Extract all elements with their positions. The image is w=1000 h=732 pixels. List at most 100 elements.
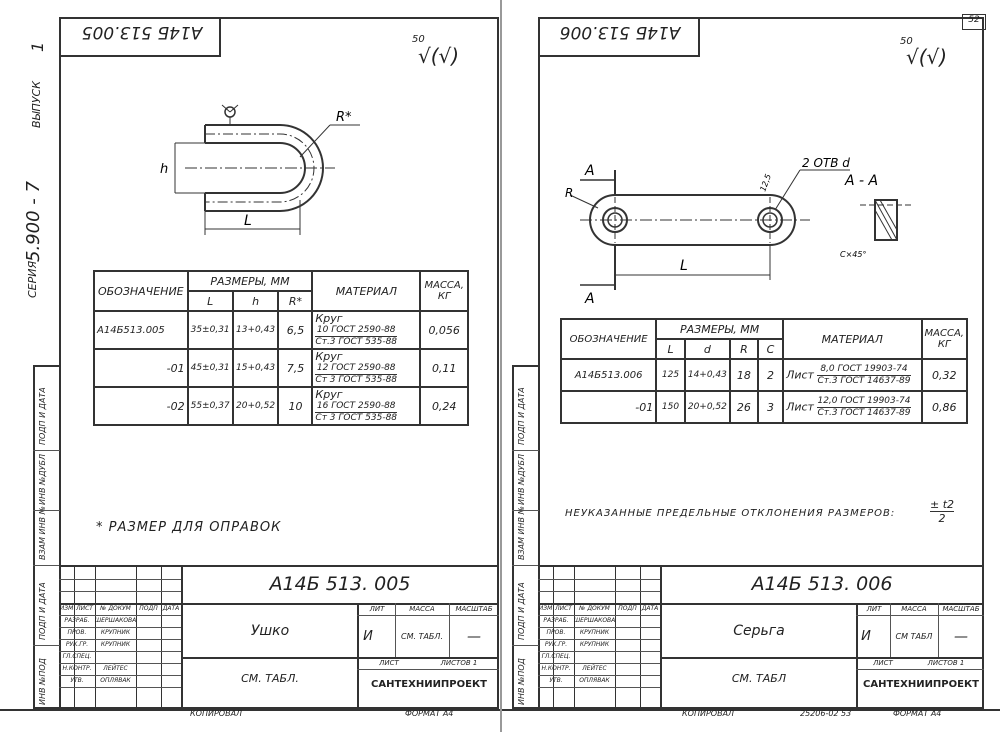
row-L: 45±0,31 [186,348,234,388]
left-title-org: САНТЕХНИИПРОЕКТ [371,678,487,690]
row-material-bottom: Ст 3 ГОСТ 535-88 [315,413,398,423]
scale-header: МАСШТАБ [942,604,980,613]
row-material-bottom: Ст.3 ГОСТ 535-88 [315,337,398,347]
left-title-code: А14Б 513. 005 [269,573,411,596]
row-material-top: 12 ГОСТ 2590-88 [315,363,398,375]
row-h: 20+0,52 [231,386,280,426]
table-row: -01 45±0,31 15+0,43 7,5 Круг 12 ГОСТ 259… [93,348,469,388]
left-note: * РАЗМЕР ДЛЯ ОПРАВОК [96,520,282,535]
row-mass: 0,32 [920,358,969,392]
left-stamp-code: А14Б 513.005 [81,22,203,42]
right-doc-number: 25206-02 53 [800,709,852,718]
role-label: ПРОВ. [67,629,87,637]
right-th-material: МАТЕРИАЛ [782,318,923,360]
mass-header: МАССА [409,604,435,613]
row-designation: -02 [93,386,189,426]
col-header: ДАТА [641,605,659,613]
mass-header: МАССА [901,604,927,613]
left-th-sizes: РАЗМЕРЫ, ММ [186,270,314,292]
row-mass: 0,24 [419,386,469,426]
left-th-mass: МАССА, КГ [419,270,469,312]
row-material-bottom: Ст.3 ГОСТ 14637-89 [817,375,911,386]
left-frame [59,17,499,709]
role-name: КРУПНИК [579,629,610,637]
right-spec-table: ОБОЗНАЧЕНИЕ РАЗМЕРЫ, ММ МАТЕРИАЛ МАССА, … [559,318,969,424]
role-label: ГЛ.СПЕЦ. [62,653,92,661]
role-name: ОПЛЯВАК [100,677,131,685]
right-title-block: А14Б 513. 006 ИЗМ ЛИСТ № ДОКУМ ПОДП ДАТА… [538,565,984,711]
role-label: РАЗРАБ. [543,617,569,625]
row-material-top: 16 ГОСТ 2590-88 [315,401,398,413]
row-material-kind: Круг [315,388,343,401]
row-designation: А14Б513.006 [559,358,658,392]
row-material-bottom: Ст 3 ГОСТ 535-88 [315,375,398,385]
col-header: ИЗМ [59,605,74,613]
table-row: А14Б513.006 125 14+0,43 18 2 Лист 8,0 ГО… [559,358,969,392]
left-side-label: ПОДП И ДАТА [38,582,47,640]
right-frame [538,17,984,709]
mass-value: СМ. ТАБЛ. [401,631,443,641]
col-header: ИЗМ [538,605,553,613]
right-th-mass: МАССА, КГ [920,318,969,360]
col-header: ПОДП [139,605,158,613]
left-stamp-box [59,17,221,57]
lit-header: ЛИТ [369,604,385,613]
left-side-label: ПОДП И ДАТА [38,387,47,445]
sheet-label: ЛИСТ [379,658,399,667]
right-th-R: R [728,338,759,360]
right-radius-label: R [565,186,573,200]
row-material-kind: Лист [786,400,814,413]
table-row: -01 150 20+0,52 26 3 Лист 12,0 ГОСТ 1990… [559,390,969,424]
left-side-label: ИНВ №ДУБЛ [38,454,47,505]
right-title-material: СМ. ТАБЛ [731,672,787,686]
holes-label: 2 ОТВ d [802,156,850,170]
row-R: 26 [728,390,759,424]
section-mark-top: А [584,163,595,179]
right-note-formula: ± t2 2 [930,498,955,525]
role-label: ПРОВ. [546,629,566,637]
role-label: Н.КОНТР. [541,665,571,673]
row-d: 20+0,52 [683,390,731,424]
right-th-sizes: РАЗМЕРЫ, ММ [655,318,785,340]
right-roughness-value: 50 [900,36,913,47]
row-h: 15+0,43 [231,348,280,388]
row-L: 125 [655,358,686,392]
role-name: КРУПНИК [100,629,131,637]
role-label: РУК.ГР. [65,641,89,649]
role-name: ЛЕЙТЕС [103,665,128,673]
center-divider [500,0,502,732]
role-name: КРУПНИК [100,641,131,649]
row-material-bottom: Ст.3 ГОСТ 14637-89 [817,407,911,418]
row-mass: 0,056 [419,310,469,350]
lit-value: И [363,629,373,645]
row-C: 2 [756,358,785,392]
row-R: 18 [728,358,759,392]
row-R: 6,5 [277,310,314,350]
left-side-strip [33,365,61,709]
row-mass: 0,86 [920,390,969,424]
right-side-label: ИНВ №ПОД [517,658,526,705]
left-th-designation: ОБОЗНАЧЕНИЕ [93,270,189,312]
right-copied: КОПИРОВАЛ [682,709,735,718]
left-series-number: 5.900 - 7 [23,181,44,262]
col-header: ЛИСТ [555,605,572,613]
row-L: 150 [655,390,686,424]
left-issue-number: 1 [28,41,47,52]
right-stamp-box [538,17,700,57]
role-label: РАЗРАБ. [64,617,90,625]
right-format: ФОРМАТ А4 [893,709,942,718]
right-side-label: ПОДП И ДАТА [517,582,526,640]
left-height-label: h [160,162,168,177]
role-label: УТВ. [549,677,563,685]
role-name: ЛЕЙТЕС [582,665,607,673]
row-C: 3 [756,390,785,424]
left-th-L: L [186,290,234,312]
scale-header: МАСШТАБ [455,604,493,613]
left-title-name: Ушко [250,622,290,639]
row-material-kind: Круг [315,350,343,363]
left-roughness-value: 50 [412,34,425,45]
row-material-kind: Круг [315,312,343,325]
scale-value: — [954,628,968,645]
left-th-R: R* [277,290,314,312]
row-L: 55±0,37 [186,386,234,426]
